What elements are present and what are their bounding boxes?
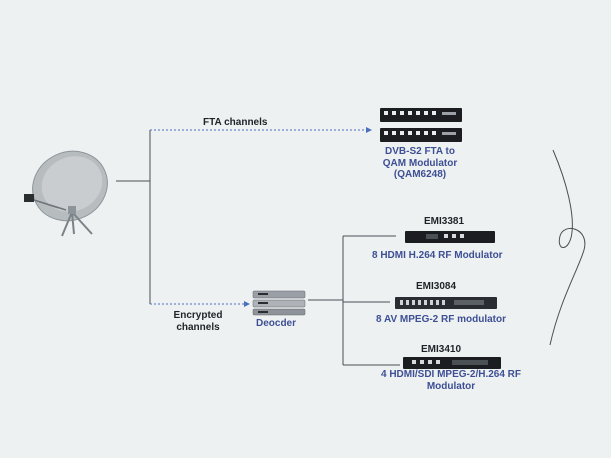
emi3410-description-line1: 4 HDMI/SDI MPEG-2/H.264 RF [380,369,522,380]
emi3410-description: 4 HDMI/SDI MPEG-2/H.264 RF Modulator [360,369,542,392]
fta-arrowhead [366,127,372,133]
emi3084-description: 8 AV MPEG-2 RF modulator [376,314,507,325]
emi3084-model-label: EMI3084 [416,281,457,292]
encrypted-channels-label: Encrypted channels [162,310,234,333]
decoder-label: Deocder [256,318,297,329]
emi3410-model-label: EMI3410 [421,344,462,355]
fta-modulator-line1: DVB-S2 FTA to [385,146,455,157]
encrypted-label-line2: channels [176,321,220,333]
fta-modulator-line3: (QAM6248) [393,169,447,180]
decoder-device-icon [252,290,306,316]
emi3410-description-line2: Modulator [426,380,476,392]
rack-modulator-icon [380,108,462,142]
fta-modulator-line2: QAM Modulator [382,157,458,169]
encrypted-arrowhead [244,301,250,307]
satellite-dish-icon [24,150,108,237]
fta-channels-label: FTA channels [203,117,268,128]
output-cable-loop [549,149,586,346]
rack-modulator-icon [395,297,497,309]
rack-modulator-icon [403,357,501,369]
encrypted-label-line1: Encrypted [173,310,223,321]
rack-modulator-icon [405,231,495,243]
fta-modulator-label: DVB-S2 FTA to QAM Modulator (QAM6248) [360,146,480,181]
emi3381-description: 8 HDMI H.264 RF Modulator [372,250,503,261]
emi3381-model-label: EMI3381 [424,216,465,227]
